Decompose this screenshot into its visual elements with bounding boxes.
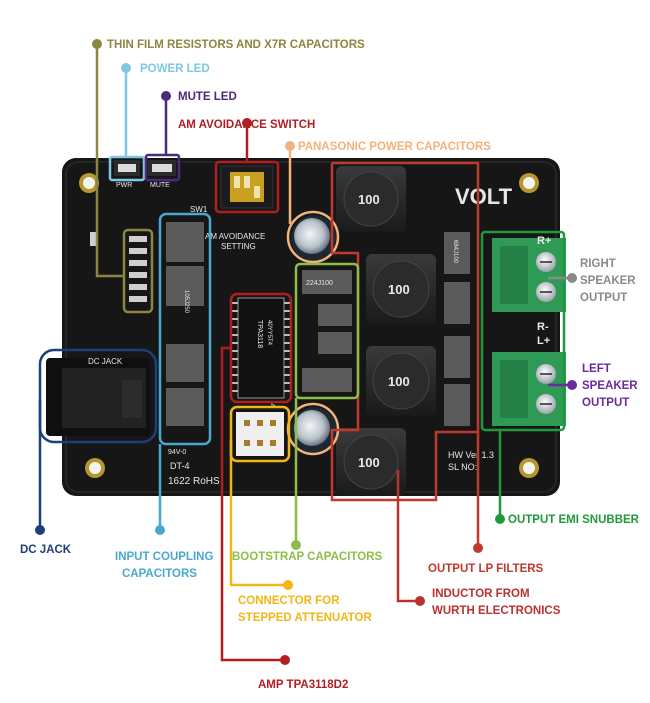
panasonic-cap-top [291,215,337,261]
dt-silk: DT-4 [170,461,190,471]
left-speaker-label-1: LEFT [582,363,611,375]
dip-switch [220,165,274,209]
input-coupling-dot [155,525,165,535]
right-terminal [492,238,566,312]
am-switch-callout [214,123,280,214]
hw-silk: HW Ver 1.3 [448,450,494,460]
power-led-label: POWER LED [140,63,210,75]
l-plus-silk: L+ [537,335,550,347]
switch-title-silk-1: AM AVOIDANCE [205,232,265,241]
amp-label: AMP TPA3118D2 [258,679,348,691]
emi-snubber-dot [495,514,505,524]
thin-film-dot [92,39,102,49]
inductor-3: 100 [366,346,436,416]
thin-film-components [90,232,147,302]
emi-snubber-label: OUTPUT EMI SNUBBER [508,514,640,526]
left-speaker-label-2: SPEAKER [582,380,638,392]
power-led-callout [108,68,146,182]
brand-text: VOLT [455,184,513,209]
dc-jack-part [46,358,150,436]
filter-cap-value: 684J100 [452,240,458,264]
mute-silk: MUTE [150,182,170,189]
inductor-value-1: 100 [358,192,380,207]
bootstrap-cap-value: 224J100 [306,280,333,287]
mute-led-callout [144,96,181,182]
connector-callout [229,405,291,587]
thin-film-callout [95,44,154,314]
am-switch-dot [242,118,252,128]
mounting-holes [79,173,539,478]
dc-jack-callout [38,348,158,530]
switch-title-silk-2: SETTING [221,242,256,251]
inductor-value-2: 100 [388,282,410,297]
grade-silk: 94V-0 [168,449,186,456]
output-filter-caps: 684J100 [444,232,470,426]
connector-dot [283,580,293,590]
dc-jack-silk: DC JACK [88,357,123,366]
pwr-silk: PWR [116,182,132,189]
attenuator-header [236,412,284,456]
dc-jack-dot [35,525,45,535]
inductor-label-2: WURTH ELECTRONICS [432,605,561,617]
chip-text-1: TPA3118 [256,320,263,348]
connector-label-2: STEPPED ATTENUATOR [238,612,372,624]
input-coupling-callout [158,212,212,530]
inductor-value-4: 100 [358,455,380,470]
inductor-value-3: 100 [388,374,410,389]
right-speaker-dot [567,273,577,283]
output-lp-callout [330,161,480,548]
amp-dot [280,655,290,665]
mute-led-dot [161,91,171,101]
connector-label-1: CONNECTOR FOR [238,595,340,607]
right-speaker-label-1: RIGHT [580,258,616,270]
inductor-4: 100 [336,428,406,496]
rohs-silk: 1622 RoHS [168,476,220,487]
output-lp-dot [473,543,483,553]
mute-led-label: MUTE LED [178,91,237,103]
inductor-1: 100 [336,166,406,232]
power-led [114,160,140,176]
right-speaker-label-2: SPEAKER [580,275,636,287]
thin-film-label: THIN FILM RESISTORS AND X7R CAPACITORS [107,39,365,51]
amp-callout [220,292,293,662]
inductor-label-1: INDUCTOR FROM [432,588,530,600]
r-plus-silk: R+ [537,235,551,247]
sw-silk: SW1 [190,205,208,214]
dc-jack-label: DC JACK [20,544,72,556]
mute-led [148,160,176,176]
r-minus-silk: R- [537,321,549,333]
bootstrap-label: BOOTSTRAP CAPACITORS [232,551,382,563]
emi-snubber-callout [480,230,566,519]
bootstrap-caps: 224J100 [302,270,352,392]
right-speaker-label-3: OUTPUT [580,292,627,304]
chip-text-2: 40YY5T4 [266,320,272,346]
bootstrap-dot [291,540,301,550]
output-lp-label: OUTPUT LP FILTERS [428,563,544,575]
left-terminal [492,352,566,426]
amp-chip: TPA3118 40YY5T4 [232,297,290,399]
left-speaker-dot [567,380,577,390]
panasonic-dot [285,141,295,151]
power-led-dot [121,63,131,73]
panasonic-cap-bottom [291,407,337,453]
inductor-2: 100 [366,254,436,324]
inductor-dot [415,596,425,606]
sl-silk: SL NO: [448,462,477,472]
input-coupling-label-2: CAPACITORS [122,568,197,580]
bootstrap-callout [294,262,360,545]
left-speaker-label-3: OUTPUT [582,397,629,409]
am-switch-label: AM AVOIDANCE SWITCH [178,119,315,131]
input-coupling-label-1: INPUT COUPLING [115,551,213,563]
input-coupling-caps: 105J250 [166,222,204,426]
panasonic-label: PANASONIC POWER CAPACITORS [298,141,491,153]
header-pin-silk: 5 [271,401,276,410]
coupling-cap-value: 105J250 [183,290,189,314]
inductor-callout [396,470,420,603]
